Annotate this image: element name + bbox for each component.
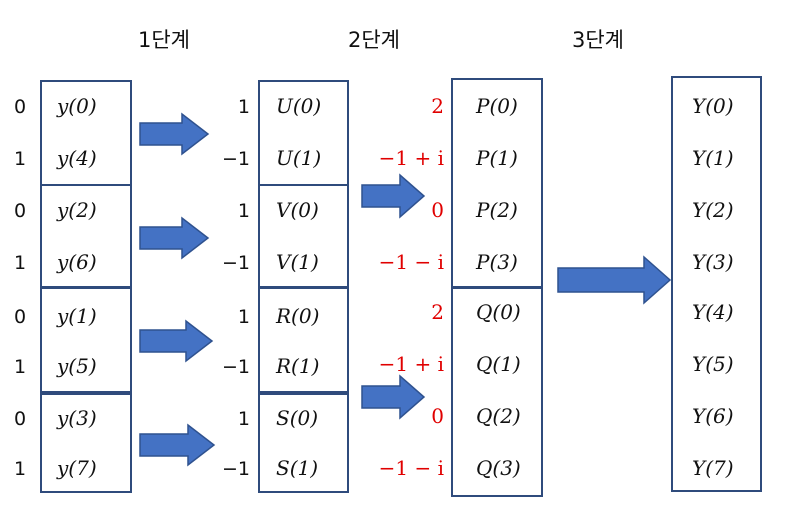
stage3-label: P(3) (476, 250, 518, 274)
stage-1-title: 1단계 (138, 28, 191, 52)
stage1-label: y(1) (57, 304, 97, 328)
stage3-label: Q(3) (476, 456, 521, 480)
stage2-label: U(0) (276, 94, 322, 118)
stage1-index: 0 (14, 306, 27, 328)
output-label: Y(1) (692, 146, 734, 170)
stage-3-title: 3단계 (572, 28, 625, 52)
stage1-arrow-1 (139, 216, 210, 260)
stage3-twiddle: 0 (431, 198, 444, 222)
stage2-box-1 (258, 184, 349, 288)
stage3-twiddle: 2 (431, 94, 444, 118)
stage3-box-P (451, 78, 543, 288)
stage2-label: V(1) (276, 250, 319, 274)
stage1-arrow-3 (139, 423, 216, 467)
stage1-label: y(7) (57, 456, 97, 480)
stage-2-title: 2단계 (348, 28, 401, 52)
stage1-label: y(4) (57, 146, 97, 170)
stage3-label: Q(1) (476, 352, 521, 376)
stage3-label: P(2) (476, 198, 518, 222)
stage2-arrow-1 (361, 374, 426, 420)
output-label: Y(2) (692, 198, 734, 222)
stage2-twiddle: −1 (221, 252, 250, 274)
stage2-label: U(1) (276, 146, 322, 170)
output-label: Y(5) (692, 352, 734, 376)
stage1-label: y(5) (57, 354, 97, 378)
stage3-twiddle: 0 (431, 404, 444, 428)
stage2-twiddle: −1 (221, 148, 250, 170)
stage1-index: 1 (14, 356, 27, 378)
stage2-twiddle: −1 (221, 356, 250, 378)
stage1-index: 0 (14, 408, 27, 430)
stage1-arrow-0 (139, 112, 210, 156)
stage3-label: P(1) (476, 146, 518, 170)
stage2-twiddle: 1 (237, 96, 250, 118)
stage1-label: y(2) (57, 198, 97, 222)
stage2-twiddle: 1 (237, 200, 250, 222)
output-label: Y(4) (692, 300, 734, 324)
stage1-label: y(0) (57, 94, 97, 118)
stage1-arrow-2 (139, 319, 214, 363)
stage1-box-3 (40, 393, 132, 493)
stage1-label: y(6) (57, 250, 97, 274)
stage2-label: S(0) (276, 406, 319, 430)
stage2-box-2 (258, 287, 349, 393)
stage1-index: 1 (14, 252, 27, 274)
stage1-box-0 (40, 80, 132, 186)
stage1-box-1 (40, 184, 132, 288)
stage1-index: 1 (14, 458, 27, 480)
stage3-label: Q(0) (476, 300, 521, 324)
stage1-index: 1 (14, 148, 27, 170)
stage3-twiddle: −1 − i (378, 456, 444, 480)
stage2-label: S(1) (276, 456, 319, 480)
stage1-box-2 (40, 287, 132, 393)
stage2-label: R(1) (276, 354, 320, 378)
stage3-twiddle: 2 (431, 300, 444, 324)
output-label: Y(6) (692, 404, 734, 428)
stage2-twiddle: −1 (221, 458, 250, 480)
stage3-label: P(0) (476, 94, 518, 118)
output-label: Y(0) (692, 94, 734, 118)
stage1-index: 0 (14, 96, 27, 118)
stage2-box-3 (258, 393, 349, 493)
stage3-twiddle: −1 + i (378, 146, 444, 170)
stage3-arrow (557, 255, 672, 305)
stage2-twiddle: 1 (237, 408, 250, 430)
stage3-twiddle: −1 + i (378, 352, 444, 376)
stage2-twiddle: 1 (237, 306, 250, 328)
stage3-box-Q (451, 287, 543, 497)
output-box (671, 76, 762, 492)
output-label: Y(7) (692, 456, 734, 480)
stage2-label: R(0) (276, 304, 320, 328)
stage1-label: y(3) (57, 406, 97, 430)
stage3-label: Q(2) (476, 404, 521, 428)
output-label: Y(3) (692, 250, 734, 274)
stage2-arrow-0 (361, 173, 426, 219)
stage2-label: V(0) (276, 198, 319, 222)
stage3-twiddle: −1 − i (378, 250, 444, 274)
stage1-index: 0 (14, 200, 27, 222)
